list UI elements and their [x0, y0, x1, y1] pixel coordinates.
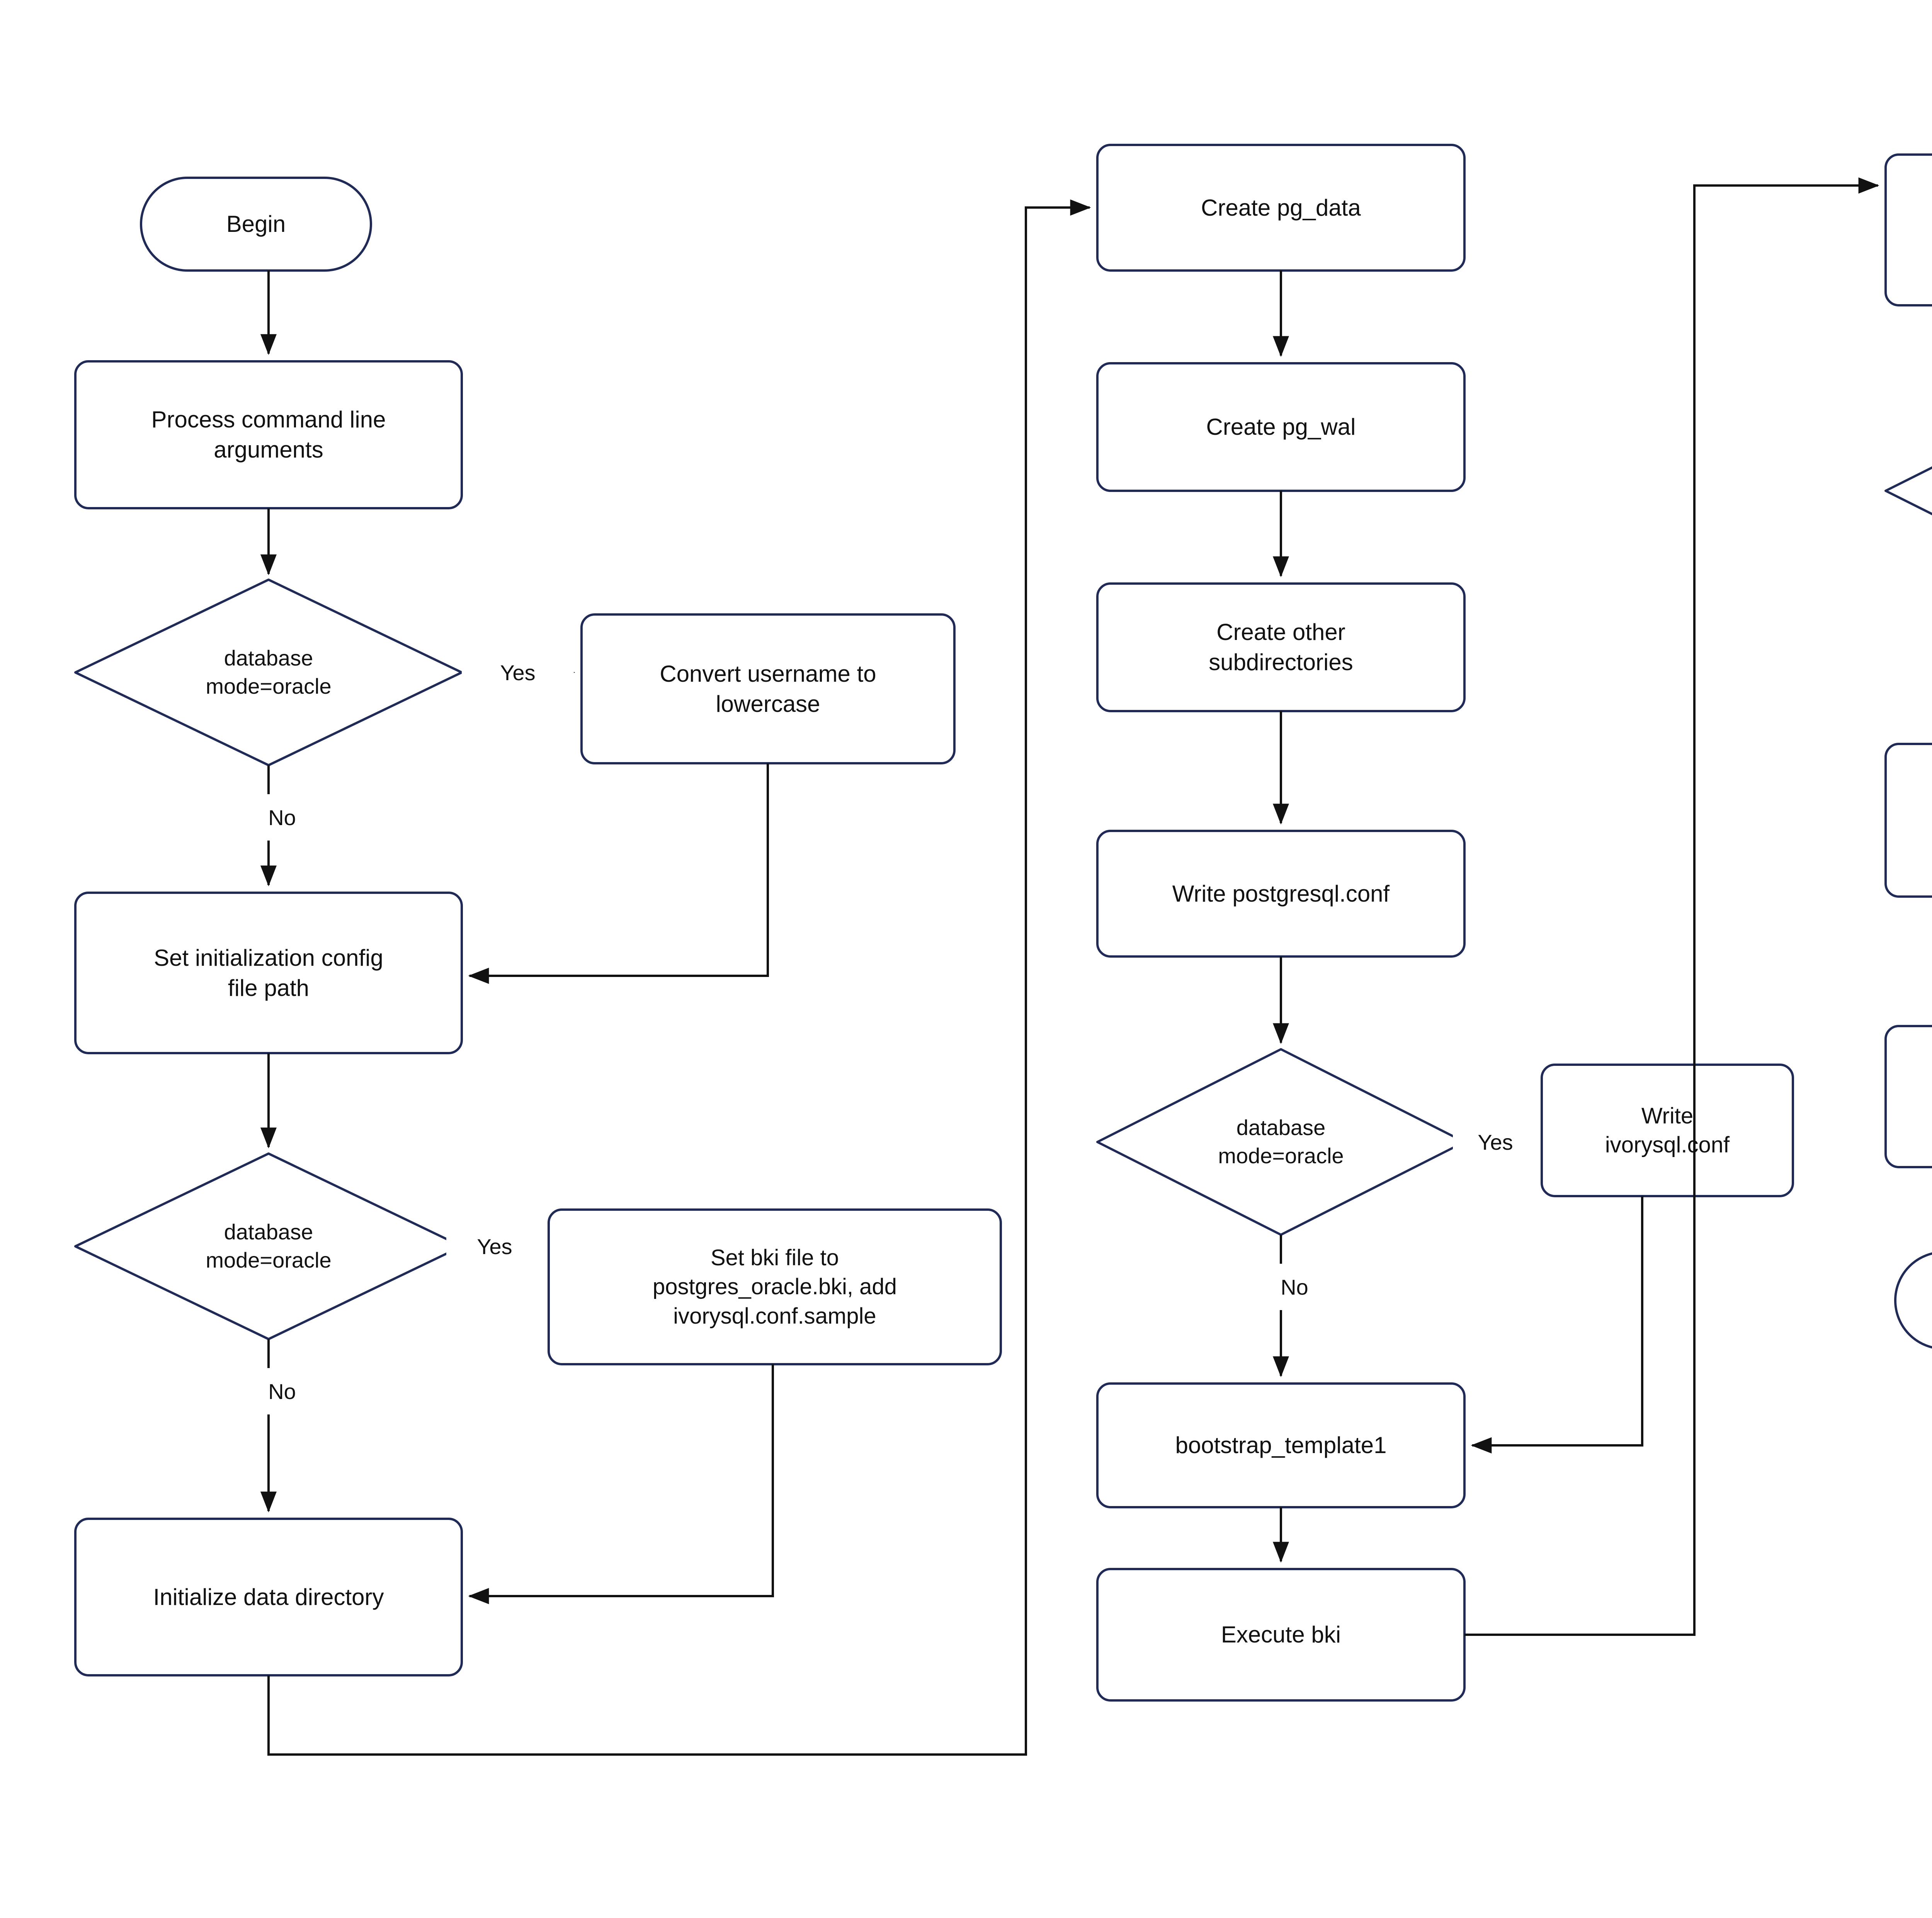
node-execute_bki[interactable]: [1096, 1568, 1466, 1702]
flowchart-edges-layer: [260, 177, 1879, 1756]
node-set_bki[interactable]: [548, 1208, 1002, 1365]
node-dec_mode_2[interactable]: [74, 1152, 463, 1340]
node-bootstrap_t1[interactable]: [1096, 1382, 1466, 1508]
node-convert_username[interactable]: [580, 613, 956, 764]
node-load_templates[interactable]: [1884, 743, 1932, 898]
edge-init_data_dir-to-create_pg_data: [267, 199, 1091, 1756]
node-create_pg_wal[interactable]: [1096, 362, 1466, 492]
edge-set_bki-to-init_data_dir: [468, 1364, 774, 1604]
node-dec_mode_4[interactable]: [1884, 398, 1932, 584]
node-create_subdirs[interactable]: [1096, 582, 1466, 712]
node-init_data_dir[interactable]: [74, 1518, 463, 1676]
edge-write_ivoryconf-to-bootstrap_t1: [1471, 1196, 1643, 1453]
node-process_args[interactable]: [74, 360, 463, 509]
node-print_done[interactable]: [1884, 1025, 1932, 1168]
node-create_pg_data[interactable]: [1096, 144, 1466, 272]
node-set_init_cfg[interactable]: [74, 892, 463, 1054]
edge-convert_username-to-set_init_cfg: [468, 763, 769, 984]
node-end[interactable]: [1894, 1252, 1932, 1349]
node-init_db_objects[interactable]: [1884, 153, 1932, 306]
flowchart-shapes-layer: [74, 144, 1932, 1702]
node-write_ivoryconf[interactable]: [1541, 1064, 1794, 1197]
node-begin[interactable]: [140, 177, 372, 272]
node-write_pgconf[interactable]: [1096, 830, 1466, 958]
node-dec_mode_3[interactable]: [1096, 1048, 1466, 1236]
edge-execute_bki-to-init_db_objects: [1464, 177, 1879, 1636]
node-dec_mode_1[interactable]: [74, 579, 463, 766]
